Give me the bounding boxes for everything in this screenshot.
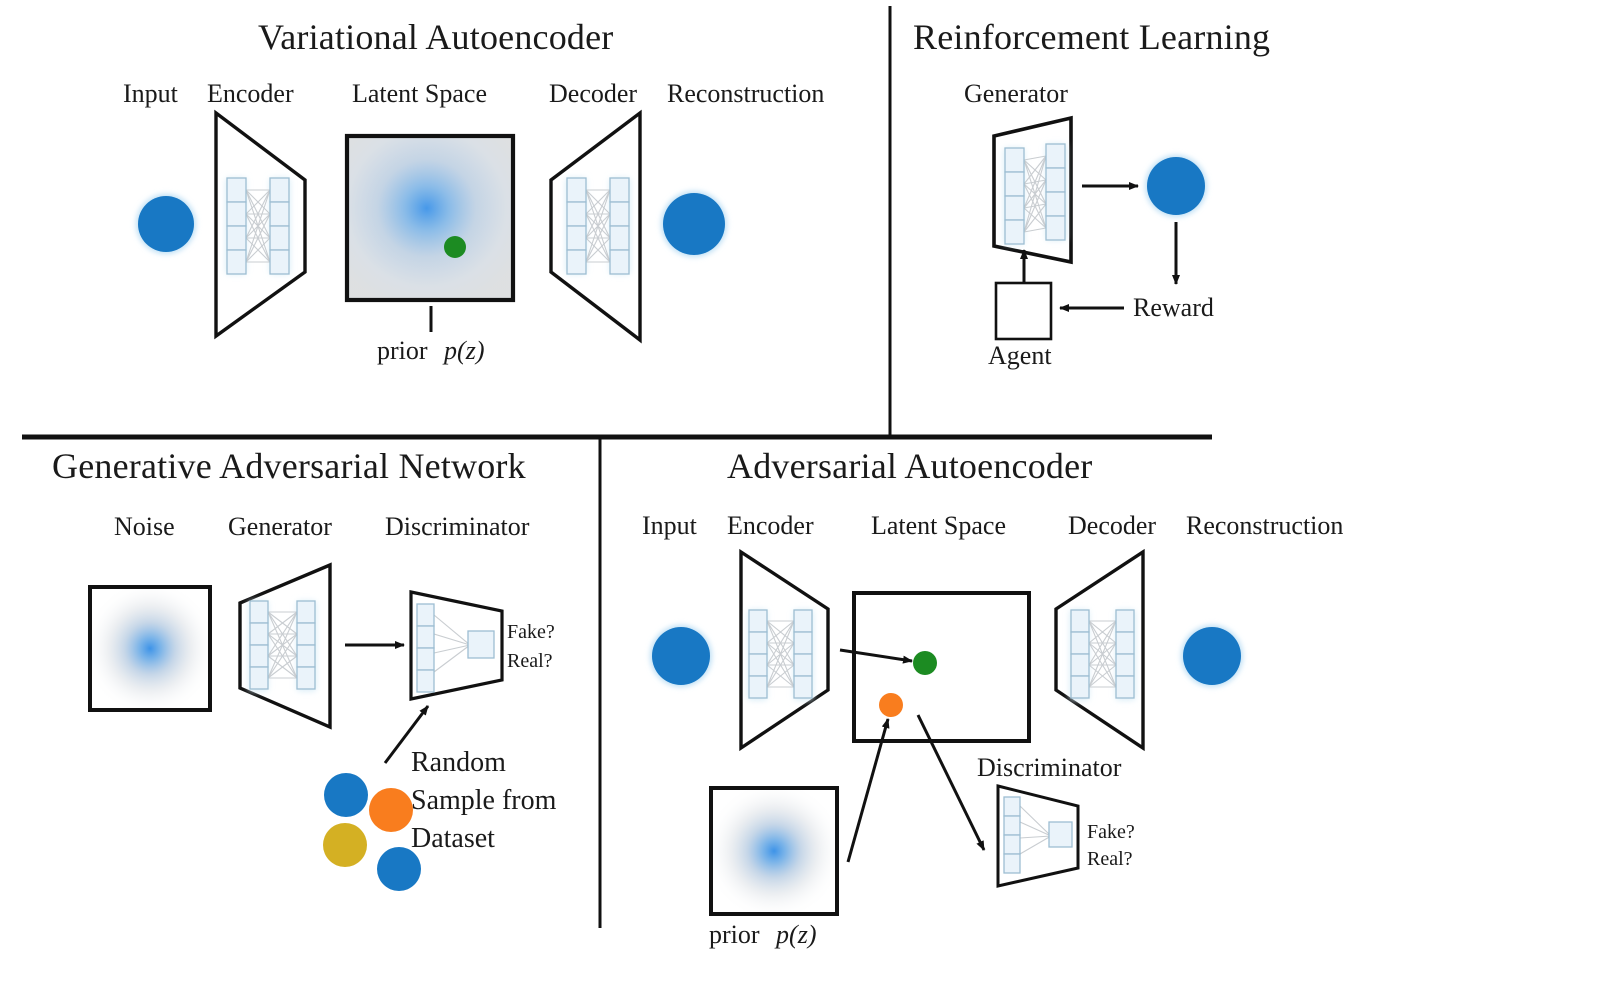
aae-arrow-latent-to-discriminator [916, 714, 986, 851]
aae-encoder-units [748, 609, 813, 700]
vae-output-blob [663, 193, 725, 255]
aae-label-real: Real? [1087, 848, 1133, 870]
gan-label-fake: Fake? [507, 621, 555, 643]
aae-latent-encoded-dot [913, 651, 937, 675]
gan-dataset-dot-gold [323, 823, 367, 867]
vae-label-reconstruction: Reconstruction [667, 79, 825, 108]
aae-label-prior: prior p(z) [709, 922, 816, 948]
panel-aae-graphics [650, 548, 1243, 916]
gan-label-noise: Noise [114, 512, 175, 541]
aae-decoder-shape [1054, 548, 1145, 752]
aae-encoder-shape [739, 548, 830, 752]
vae-label-prior: prior p(z) [377, 338, 484, 364]
gan-label-dataset-line1: Random [411, 747, 506, 778]
vae-encoder-weights [245, 189, 271, 263]
gan-label-generator: Generator [228, 512, 332, 541]
panel-vae-graphics [136, 109, 727, 344]
rl-generator-shape [992, 115, 1073, 265]
panel-dividers [22, 6, 1212, 928]
aae-label-reconstruction: Reconstruction [1186, 511, 1344, 540]
gan-discriminator-units [416, 603, 495, 693]
aae-label-fake: Fake? [1087, 821, 1135, 843]
panel-title-aae: Adversarial Autoencoder [727, 446, 1093, 486]
rl-label-reward: Reward [1133, 293, 1214, 322]
aae-prior-word: prior [709, 920, 760, 949]
aae-latent-prior-dot [879, 693, 903, 717]
aae-arrow-prior-to-latent [846, 718, 890, 863]
gan-dataset-dot-orange [369, 788, 413, 832]
rl-label-agent: Agent [988, 341, 1052, 370]
vae-prior-word: prior [377, 336, 428, 365]
aae-label-discriminator: Discriminator [977, 753, 1122, 782]
gan-generator-shape [238, 562, 332, 730]
aae-latent-box [852, 591, 1031, 743]
panel-gan-graphics [88, 562, 504, 891]
aae-label-latent-space: Latent Space [871, 511, 1006, 540]
aae-input-blob [652, 627, 710, 685]
rl-label-generator: Generator [964, 79, 1068, 108]
vae-prior-math: p(z) [444, 336, 485, 365]
gan-discriminator-shape [409, 590, 504, 701]
rl-sample-blob [1147, 157, 1205, 215]
aae-label-input: Input [642, 511, 697, 540]
gan-label-dataset-line3: Dataset [411, 823, 495, 854]
aae-arrow-encoder-to-latent [839, 648, 913, 664]
vae-latent-box [344, 133, 516, 303]
aae-prior-math: p(z) [776, 920, 817, 949]
vae-encoder-shape [214, 109, 307, 340]
panel-title-vae: Variational Autoencoder [258, 17, 614, 57]
vae-input-blob [138, 196, 194, 252]
panel-title-rl: Reinforcement Learning [913, 17, 1271, 57]
rl-agent-box [994, 281, 1053, 341]
aae-label-decoder: Decoder [1068, 511, 1157, 540]
vae-label-latent-space: Latent Space [352, 79, 487, 108]
gan-noise-gradient [92, 589, 208, 708]
aae-discriminator-shape [996, 784, 1080, 888]
gan-label-real: Real? [507, 650, 553, 672]
gan-dataset-dot-blue-2 [377, 847, 421, 891]
vae-decoder-shape [549, 109, 642, 344]
aae-label-encoder: Encoder [727, 511, 814, 540]
vae-encoder-units [226, 177, 290, 275]
vae-label-encoder: Encoder [207, 79, 294, 108]
gan-generator-units [249, 600, 316, 691]
gan-label-dataset-line2: Sample from [411, 785, 557, 816]
vae-latent-sample-dot [444, 236, 466, 258]
vae-label-decoder: Decoder [549, 79, 638, 108]
rl-generator-units [1004, 143, 1066, 245]
vae-label-input: Input [123, 79, 178, 108]
aae-decoder-units [1070, 609, 1135, 700]
panel-rl-graphics [992, 115, 1207, 341]
vae-decoder-units [566, 177, 630, 275]
aae-prior-gradient [713, 790, 835, 912]
gan-label-discriminator: Discriminator [385, 512, 530, 541]
gan-arrow-dataset-to-discriminator [383, 705, 430, 764]
aae-output-blob [1183, 627, 1241, 685]
panel-title-gan: Generative Adversarial Network [52, 446, 526, 486]
gan-dataset-dot-blue-1 [324, 773, 368, 817]
aae-discriminator-units [1003, 796, 1073, 874]
